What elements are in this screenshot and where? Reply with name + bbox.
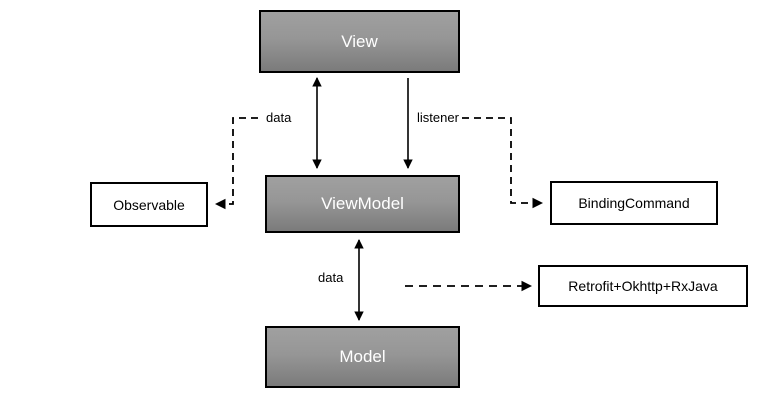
- edge-label-data-model: data: [316, 270, 346, 285]
- edge-label-listener: listener: [415, 110, 461, 125]
- node-retrofit[interactable]: Retrofit+Okhttp+RxJava: [538, 265, 748, 307]
- node-retrofit-label: Retrofit+Okhttp+RxJava: [568, 278, 718, 294]
- node-observable[interactable]: Observable: [90, 182, 208, 227]
- node-model[interactable]: Model: [265, 326, 460, 388]
- node-bindingcommand[interactable]: BindingCommand: [550, 181, 718, 225]
- node-observable-label: Observable: [113, 196, 185, 213]
- node-viewmodel-label: ViewModel: [321, 194, 404, 213]
- node-bindingcommand-label: BindingCommand: [578, 195, 690, 211]
- node-viewmodel[interactable]: ViewModel: [265, 175, 460, 233]
- node-view-label: View: [341, 31, 378, 51]
- connector-viewmodel-to-observable: [214, 117, 258, 210]
- connector-view-to-bindingcommand: [462, 117, 544, 209]
- node-view[interactable]: View: [259, 10, 460, 73]
- edge-label-data-observable: data: [264, 110, 294, 125]
- node-model-label: Model: [339, 347, 386, 366]
